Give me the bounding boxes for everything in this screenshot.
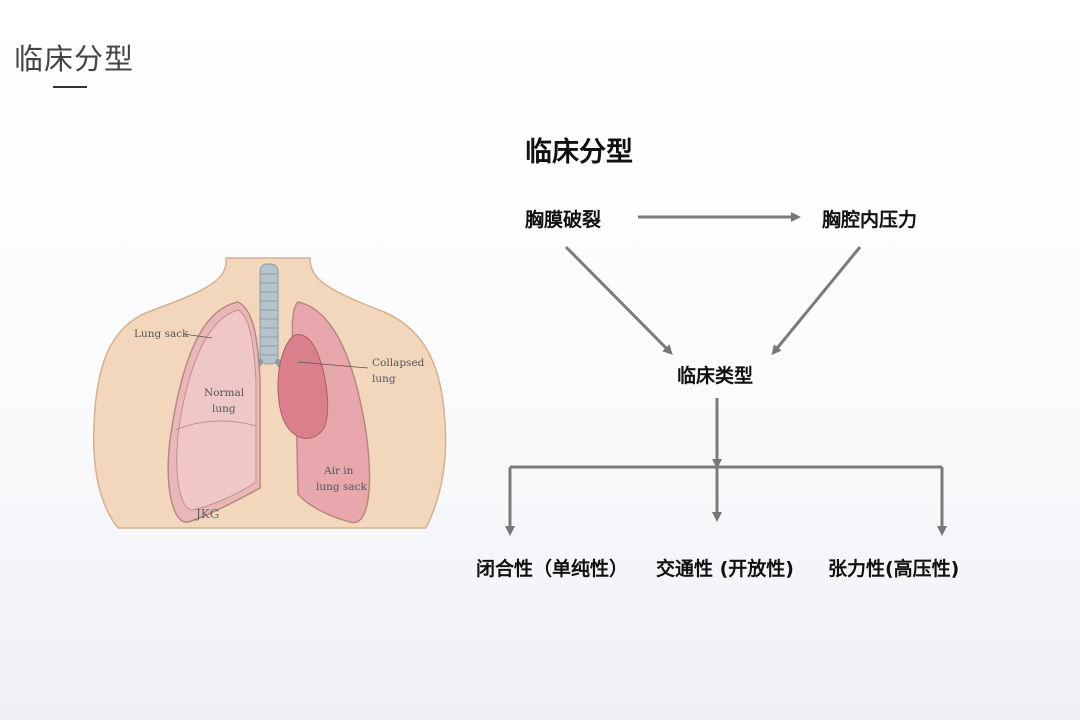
diagram-title: 临床分型	[525, 137, 633, 168]
trachea	[259, 263, 279, 365]
node-clinical-type: 临床类型	[677, 365, 754, 387]
label-air-2: lung sack	[316, 481, 367, 493]
node-closed-type: 闭合性（单纯性）	[476, 558, 629, 580]
arrow-pressure-to-type	[771, 246, 862, 356]
node-pleura-rupture: 胸膜破裂	[525, 209, 602, 231]
arrow-cause-to-type	[564, 245, 673, 355]
normal-lung	[176, 309, 257, 511]
node-intrathoracic-pressure: 胸腔内压力	[822, 209, 918, 231]
page-title: 临床分型	[14, 42, 135, 76]
label-lung-sack: Lung sack	[134, 328, 189, 340]
label-normal-lung-2: lung	[212, 403, 236, 415]
title-underline	[53, 86, 87, 88]
lung-fissure	[175, 420, 257, 431]
label-normal-lung-1: Normal	[204, 387, 245, 399]
collapsed-lung	[277, 333, 329, 439]
node-tension-type: 张力性(高压性)	[828, 558, 960, 580]
collapsed-lung-pointer	[297, 361, 369, 369]
label-collapsed-2: lung	[372, 373, 396, 385]
label-signature: JKG	[194, 507, 219, 521]
label-collapsed-1: Collapsed	[372, 357, 425, 369]
lung-illustration: Lung sack Normal lung Collapsed lung Air…	[92, 257, 447, 529]
label-air-1: Air in	[323, 465, 354, 477]
lung-sack-pointer	[182, 333, 213, 339]
node-open-type: 交通性 (开放性)	[656, 558, 794, 580]
